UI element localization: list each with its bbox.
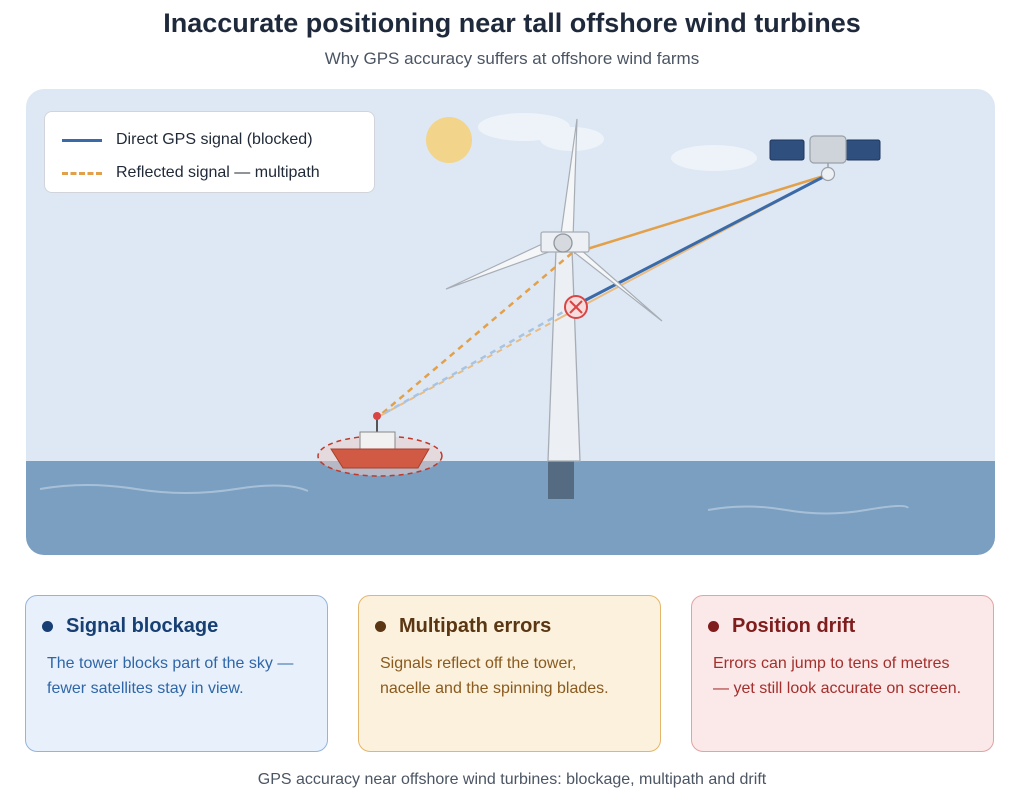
legend-item-direct: Direct GPS signal (blocked): [62, 128, 313, 152]
page-title: Inaccurate positioning near tall offshor…: [163, 8, 861, 38]
cloud-icon: [671, 145, 757, 171]
sea: [26, 461, 995, 555]
legend: Direct GPS signal (blocked) Reflected si…: [44, 111, 375, 193]
legend-swatch-solid: [62, 138, 102, 142]
legend-item-reflected: Reflected signal — multipath: [62, 161, 320, 185]
satellite-icon: [769, 135, 881, 182]
card-title: Position drift: [732, 615, 856, 637]
bullet-dot-icon: [42, 621, 53, 632]
direct-signal-blocked-path: [377, 305, 573, 419]
card-body: The tower blocks part of the sky — fewer…: [47, 655, 294, 697]
card-title: Multipath errors: [399, 615, 552, 637]
card-body: Errors can jump to tens of metres — yet …: [713, 655, 962, 697]
legend-label: Reflected signal — multipath: [116, 164, 320, 181]
boat-icon: [317, 412, 443, 477]
card-heading: Signal blockage: [42, 615, 218, 638]
figure-caption: GPS accuracy near offshore wind turbines…: [257, 771, 767, 788]
card-position-drift: Position drift Errors can jump to tens o…: [691, 595, 994, 752]
turbine-foundation: [548, 461, 574, 499]
scene-svg: [26, 89, 995, 555]
cloud-icon: [478, 113, 604, 151]
page-subtitle: Why GPS accuracy suffers at offshore win…: [324, 49, 700, 68]
sun-icon: [426, 117, 472, 163]
wave: [39, 484, 309, 494]
turbine-scene: [26, 89, 995, 555]
card-heading: Position drift: [708, 615, 855, 638]
card-signal-blockage: Signal blockage The tower blocks part of…: [25, 595, 328, 752]
reflected-signal-sat-nacelle: [573, 173, 828, 255]
reflected-signal-tower-boat: [377, 317, 561, 418]
card-heading: Multipath errors: [375, 615, 551, 638]
bullet-dot-icon: [708, 621, 719, 632]
bullet-dot-icon: [375, 621, 386, 632]
reflected-signal-nacelle-boat: [377, 252, 573, 418]
legend-label: Direct GPS signal (blocked): [116, 131, 313, 148]
legend-swatch-dashed: [62, 171, 102, 175]
card-body: Signals reflect off the tower, nacelle a…: [380, 655, 609, 697]
turbine-hub: [553, 233, 573, 253]
wave: [707, 504, 909, 515]
blocked-x-icon: [564, 295, 588, 319]
card-title: Signal blockage: [66, 615, 219, 637]
direct-signal-line: [579, 173, 828, 305]
card-multipath-errors: Multipath errors Signals reflect off the…: [358, 595, 661, 752]
